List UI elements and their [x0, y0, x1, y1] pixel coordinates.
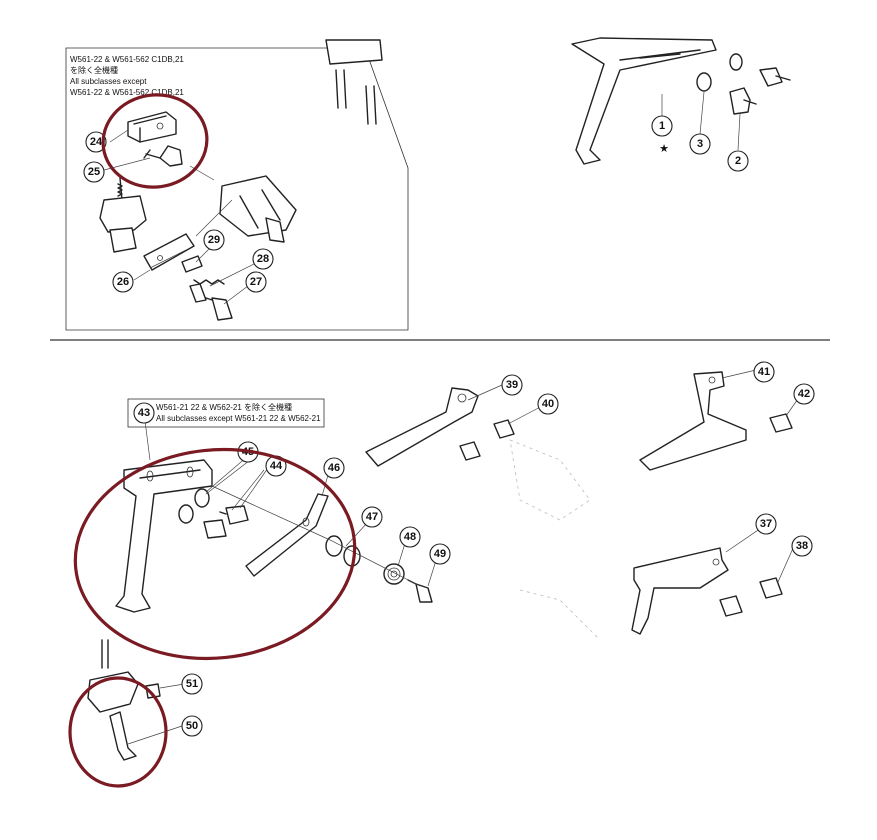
- screw-44-a: [219, 505, 249, 525]
- callout-3: 3: [689, 133, 711, 155]
- inset-note-line2: を除く全機種: [70, 65, 118, 75]
- inset-washer-29: [181, 255, 203, 273]
- svg-text:29: 29: [208, 234, 220, 246]
- bracket-51: [87, 639, 161, 713]
- screw-40-b: [459, 441, 481, 461]
- lever-43: [115, 459, 213, 613]
- svg-text:41: 41: [758, 366, 770, 378]
- callout-37: 37: [755, 513, 777, 535]
- washer-45: [194, 488, 210, 508]
- bracket-leader-lines: [127, 683, 185, 745]
- svg-text:2: 2: [735, 155, 741, 167]
- callout-1: 1: [651, 115, 673, 137]
- callout-41: 41: [753, 361, 775, 383]
- lever-leader-lines: [205, 455, 421, 587]
- spring-48: [383, 563, 405, 585]
- screw-44-b: [203, 519, 227, 539]
- inset-note-line1: W561-22 & W561-562 C1DB,21: [70, 55, 184, 64]
- svg-text:25: 25: [88, 166, 100, 178]
- callout-29: 29: [203, 229, 225, 251]
- screw-49: [407, 579, 433, 603]
- inset-plate-26: [143, 233, 195, 271]
- callout-38: 38: [791, 535, 813, 557]
- lever-41: [639, 371, 747, 471]
- svg-text:42: 42: [798, 388, 810, 400]
- inset-screw-27: [205, 297, 233, 321]
- svg-text:44: 44: [270, 460, 283, 472]
- screw-2: [729, 87, 757, 115]
- lower-note-line2: All subclasses except W561-21 22 & W562-…: [156, 414, 321, 423]
- callout-43: 43: [133, 402, 155, 424]
- inset-spring-unit: [99, 177, 147, 253]
- inset-note-line4: W561-22 & W561-562 C1DB,21: [70, 88, 184, 97]
- callout-24: 24: [85, 131, 107, 153]
- svg-text:28: 28: [257, 253, 269, 265]
- callout-46: 46: [323, 457, 345, 479]
- screw-38-a: [759, 577, 783, 599]
- callout-39: 39: [501, 374, 523, 396]
- svg-text:24: 24: [90, 136, 103, 148]
- star-mark: ★: [659, 142, 669, 155]
- screw-38-b: [719, 595, 743, 617]
- svg-text:48: 48: [404, 531, 416, 543]
- washer-top: [729, 53, 743, 71]
- arm-46: [245, 493, 329, 577]
- lever-37: [631, 547, 729, 635]
- lower-note-line1: W561-21 22 & W562-21 を除く全機種: [156, 402, 292, 412]
- callout-42: 42: [793, 383, 815, 405]
- callout-51: 51: [181, 673, 203, 695]
- inset-guide-assembly: [219, 175, 297, 243]
- callout-28: 28: [252, 248, 274, 270]
- svg-text:49: 49: [434, 548, 446, 560]
- svg-text:39: 39: [506, 379, 518, 391]
- washer-3: [696, 72, 712, 92]
- lever-39: [365, 387, 479, 467]
- callout-26: 26: [112, 271, 134, 293]
- svg-text:51: 51: [186, 678, 198, 690]
- callout-48: 48: [399, 526, 421, 548]
- screw-40-a: [493, 419, 515, 439]
- svg-text:1: 1: [659, 120, 665, 132]
- highlight-ellipse-bracket: [68, 676, 168, 788]
- callout-25: 25: [83, 161, 105, 183]
- screw-42: [769, 413, 793, 433]
- svg-text:26: 26: [117, 276, 129, 288]
- callout-27: 27: [245, 271, 267, 293]
- callout-50: 50: [181, 715, 203, 737]
- inset-bracket-24: [127, 111, 177, 143]
- screw-top: [759, 67, 791, 87]
- washer-45-b: [178, 504, 194, 524]
- callout-40: 40: [537, 393, 559, 415]
- svg-text:50: 50: [186, 720, 198, 732]
- highlight-ellipse-lever: [73, 447, 357, 661]
- callout-leaders: [103, 129, 801, 587]
- callout-2: 2: [727, 150, 749, 172]
- inset-frame: [65, 47, 409, 331]
- svg-text:43: 43: [138, 407, 150, 419]
- callout-47: 47: [361, 506, 383, 528]
- inset-spring-28: [189, 279, 225, 303]
- top-leader-lines: [661, 91, 741, 151]
- svg-text:46: 46: [328, 462, 340, 474]
- top-bracket-1: [571, 37, 717, 165]
- pin-50: [109, 711, 137, 761]
- svg-text:37: 37: [760, 518, 772, 530]
- callout-49: 49: [429, 543, 451, 565]
- faint-ghost-part-2: [519, 589, 601, 641]
- svg-text:40: 40: [542, 398, 554, 410]
- svg-text:27: 27: [250, 276, 262, 288]
- svg-text:3: 3: [697, 138, 703, 150]
- svg-text:47: 47: [366, 511, 378, 523]
- top-screws-left: [325, 39, 383, 125]
- faint-ghost-part: [509, 439, 591, 521]
- inset-note-line3: All subclasses except: [70, 77, 147, 86]
- highlight-ellipse-inset: [101, 93, 209, 189]
- inset-screw-25: [143, 145, 183, 167]
- lower-note-box: [127, 398, 325, 428]
- svg-text:38: 38: [796, 540, 808, 552]
